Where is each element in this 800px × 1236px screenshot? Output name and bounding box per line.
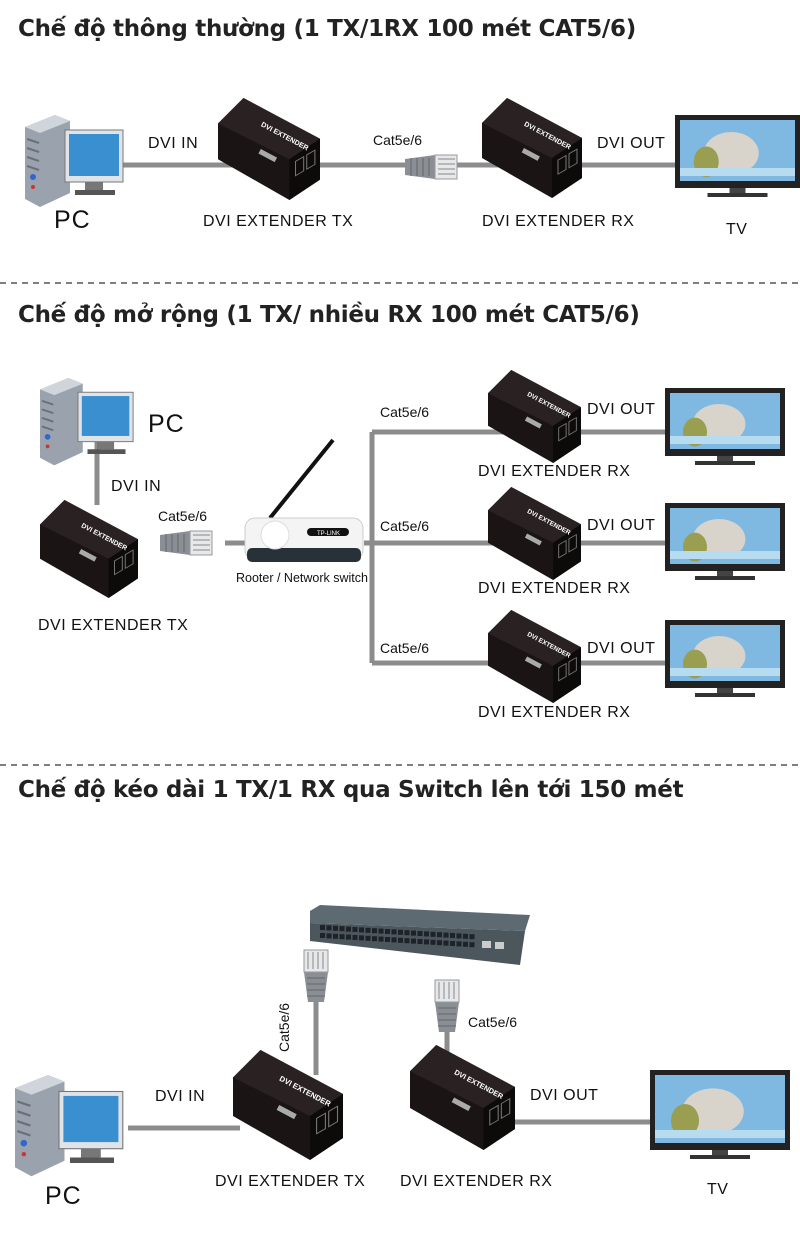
dvi-in-label: DVI IN xyxy=(148,135,199,152)
dvi-extender-device: DVI EXTENDER xyxy=(40,500,138,598)
tx-label: DVI EXTENDER TX xyxy=(215,1173,366,1190)
pc-computer-icon xyxy=(15,1075,124,1177)
branch-1-dvi-out-label: DVI OUT xyxy=(587,401,656,418)
dvi-in-label: DVI IN xyxy=(111,478,162,495)
branch-2-rx-label: DVI EXTENDER RX xyxy=(478,580,631,597)
dvi-out-label: DVI OUT xyxy=(530,1087,599,1104)
pc-label: PC xyxy=(45,1182,82,1210)
tv-display-icon xyxy=(665,503,785,580)
branch-1-cable-label: Cat5e/6 xyxy=(380,404,430,420)
router-label: Rooter / Network switch xyxy=(236,571,368,585)
branch-2-cable-label: Cat5e/6 xyxy=(380,518,430,534)
section-1-title: Chế độ thông thường (1 TX/1RX 100 mét CA… xyxy=(18,16,636,42)
branch-3-dvi-out-label: DVI OUT xyxy=(587,640,656,657)
tx-label: DVI EXTENDER TX xyxy=(38,617,189,634)
dvi-extender-device: DVI EXTENDER xyxy=(233,1050,343,1160)
tv-display-icon xyxy=(665,388,785,465)
pc-label: PC xyxy=(148,410,185,438)
branch-3-rx-label: DVI EXTENDER RX xyxy=(478,704,631,721)
rj45-plug-icon xyxy=(160,530,213,556)
dvi-in-label: DVI IN xyxy=(155,1088,206,1105)
tv-display-icon xyxy=(665,620,785,697)
dvi-extender-device: DVI EXTENDER xyxy=(488,610,581,703)
dvi-extender-device: DVI EXTENDER xyxy=(482,98,582,198)
pc-computer-icon xyxy=(40,378,134,466)
section-3-title: Chế độ kéo dài 1 TX/1 RX qua Switch lên … xyxy=(18,777,684,803)
cable-label: Cat5e/6 xyxy=(373,132,423,148)
branch-1-rx-label: DVI EXTENDER RX xyxy=(478,463,631,480)
pc-label: PC xyxy=(54,206,91,234)
rx-label: DVI EXTENDER RX xyxy=(400,1173,553,1190)
dvi-extender-device: DVI EXTENDER xyxy=(218,98,320,200)
tx-label: DVI EXTENDER TX xyxy=(203,213,354,230)
svg-text:TP-LINK: TP-LINK xyxy=(317,531,340,537)
rj45-plug-icon xyxy=(434,979,460,1032)
tv-label: TV xyxy=(707,1181,729,1198)
branch-3-cable-label: Cat5e/6 xyxy=(380,640,430,656)
dvi-extender-device: DVI EXTENDER xyxy=(410,1045,515,1150)
tv-label: TV xyxy=(726,221,748,238)
cable-rx-label: Cat5e/6 xyxy=(468,1014,518,1030)
dvi-extender-device: DVI EXTENDER xyxy=(488,487,581,580)
rj45-plug-icon xyxy=(303,949,329,1002)
branch-2-dvi-out-label: DVI OUT xyxy=(587,517,656,534)
tv-display-icon xyxy=(650,1070,790,1159)
section-2-title: Chế độ mở rộng (1 TX/ nhiều RX 100 mét C… xyxy=(18,302,640,328)
rj45-plug-icon xyxy=(405,154,458,180)
rx-label: DVI EXTENDER RX xyxy=(482,213,635,230)
dvi-extender-device: DVI EXTENDER xyxy=(488,370,581,463)
dvi-out-label: DVI OUT xyxy=(597,135,666,152)
network-switch-icon xyxy=(310,905,530,965)
tv-display-icon xyxy=(675,115,800,197)
router-network-switch-icon: TP-LINK xyxy=(244,438,364,562)
pc-computer-icon xyxy=(25,115,124,207)
cable-label: Cat5e/6 xyxy=(158,508,208,524)
cable-tx-label: Cat5e/6 xyxy=(276,1002,292,1052)
